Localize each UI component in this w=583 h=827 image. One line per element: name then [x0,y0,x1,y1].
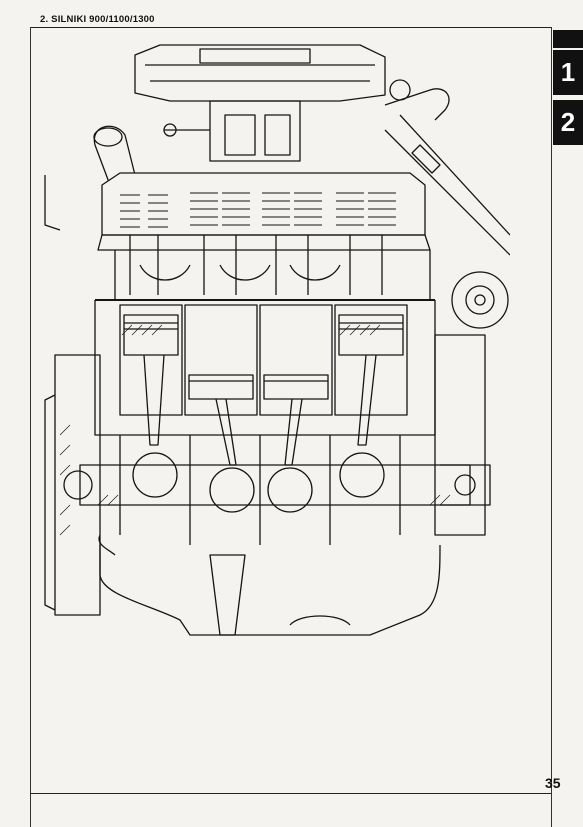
chapter-tab-2: 2 [553,100,583,145]
footer-rule [30,793,551,794]
left-frame-line [30,27,31,827]
page-number: 35 [545,775,561,791]
right-frame-line [551,27,552,827]
chapter-tab-strip [553,30,583,48]
header-rule [30,27,551,28]
section-header: 2. SILNIKI 900/1100/1300 [40,14,155,25]
engine-cross-section-drawing [44,44,510,636]
chapter-tab-1: 1 [553,50,583,95]
